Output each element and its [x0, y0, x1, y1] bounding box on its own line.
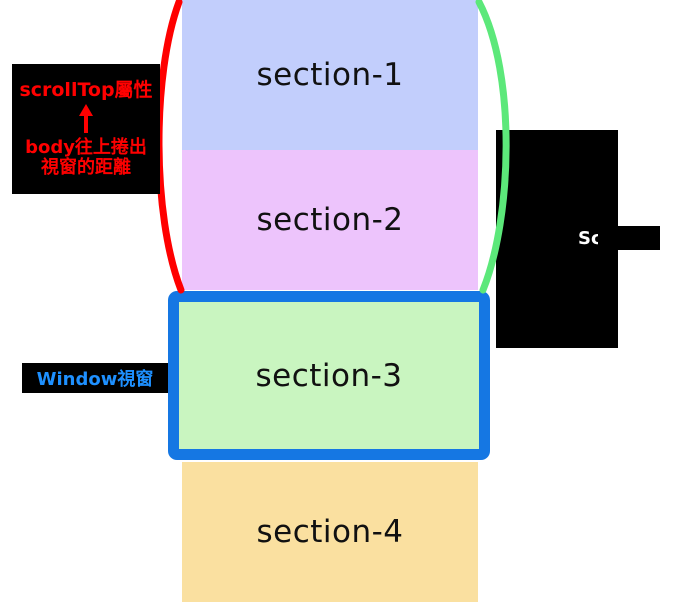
- scrolltop-note-box: scrollTop屬性 body往上捲出 視窗的距離: [12, 64, 160, 194]
- section-2-block: section-2: [182, 150, 478, 290]
- scrollheight-label-occluder: [598, 226, 660, 250]
- red-brace-arc: [155, 0, 185, 294]
- section-4-label: section-4: [256, 514, 404, 550]
- up-arrow-icon: [79, 103, 93, 133]
- window-label: Window視窗: [36, 369, 154, 390]
- section-1-label: section-1: [256, 57, 404, 93]
- section-4-block: section-4: [182, 462, 478, 602]
- window-viewport-frame: section-3: [168, 291, 490, 460]
- section-1-block: section-1: [182, 0, 478, 150]
- section-2-label: section-2: [256, 202, 404, 238]
- scrolltop-title: scrollTop屬性: [19, 78, 153, 101]
- window-note-box: Window視窗: [22, 363, 168, 393]
- scrollheight-note-box: [496, 130, 618, 348]
- scrolltop-desc-line-1: body往上捲出: [25, 136, 147, 158]
- section-3-label: section-3: [255, 357, 403, 394]
- scrolltop-desc-line-2: 視窗的距離: [41, 157, 131, 179]
